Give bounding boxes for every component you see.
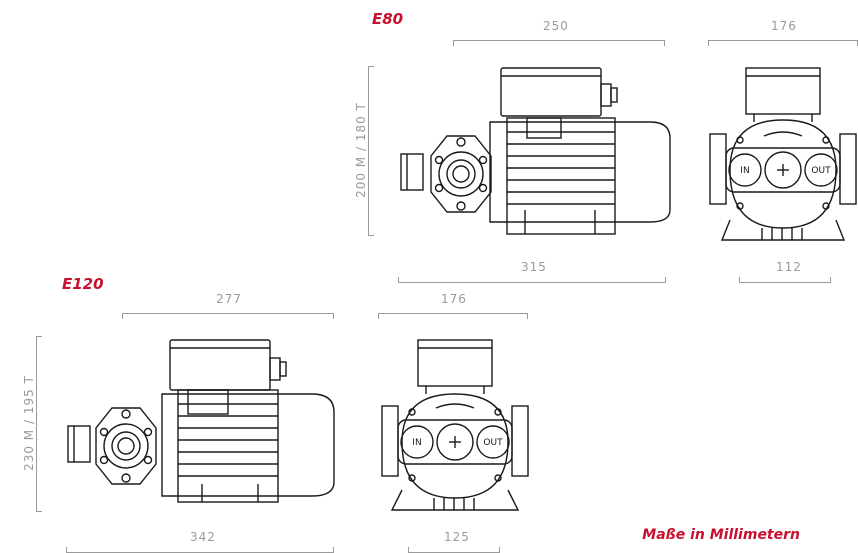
e80-front-base-label: 112 <box>776 260 802 274</box>
e80-in-port-label: IN <box>740 166 749 176</box>
e120-title: E120 <box>62 275 104 293</box>
e80-side-width-label: 250 <box>543 19 569 33</box>
e120-side-view-drawing <box>67 339 335 503</box>
e80-title: E80 <box>372 10 404 28</box>
e120-side-width-line <box>122 313 334 319</box>
e80-front-width-label: 176 <box>771 19 797 33</box>
e80-side-length-line <box>398 277 666 283</box>
e120-front-width-line <box>378 313 528 319</box>
e80-height-label: 200 M / 180 T <box>354 102 368 198</box>
e120-height-line <box>36 336 42 512</box>
units-footnote: Maße in Millimetern <box>642 527 800 543</box>
e120-side-width-label: 277 <box>216 292 242 306</box>
e80-side-width-line <box>453 40 665 46</box>
e120-out-port-label: OUT <box>483 438 503 448</box>
e120-in-port-label: IN <box>412 438 421 448</box>
e120-side-length-label: 342 <box>190 530 216 544</box>
e80-front-view-drawing: IN OUT <box>709 67 857 241</box>
e120-front-base-label: 125 <box>444 530 470 544</box>
e120-front-width-label: 176 <box>441 292 467 306</box>
e80-front-width-line <box>708 40 858 46</box>
e80-side-view-drawing <box>400 67 671 235</box>
e80-out-port-label: OUT <box>811 166 831 176</box>
e80-side-length-label: 315 <box>521 260 547 274</box>
e80-height-line <box>368 66 374 236</box>
e120-height-label: 230 M / 195 T <box>22 375 36 471</box>
e80-front-base-line <box>739 277 831 283</box>
e120-front-view-drawing: IN OUT <box>381 339 529 511</box>
